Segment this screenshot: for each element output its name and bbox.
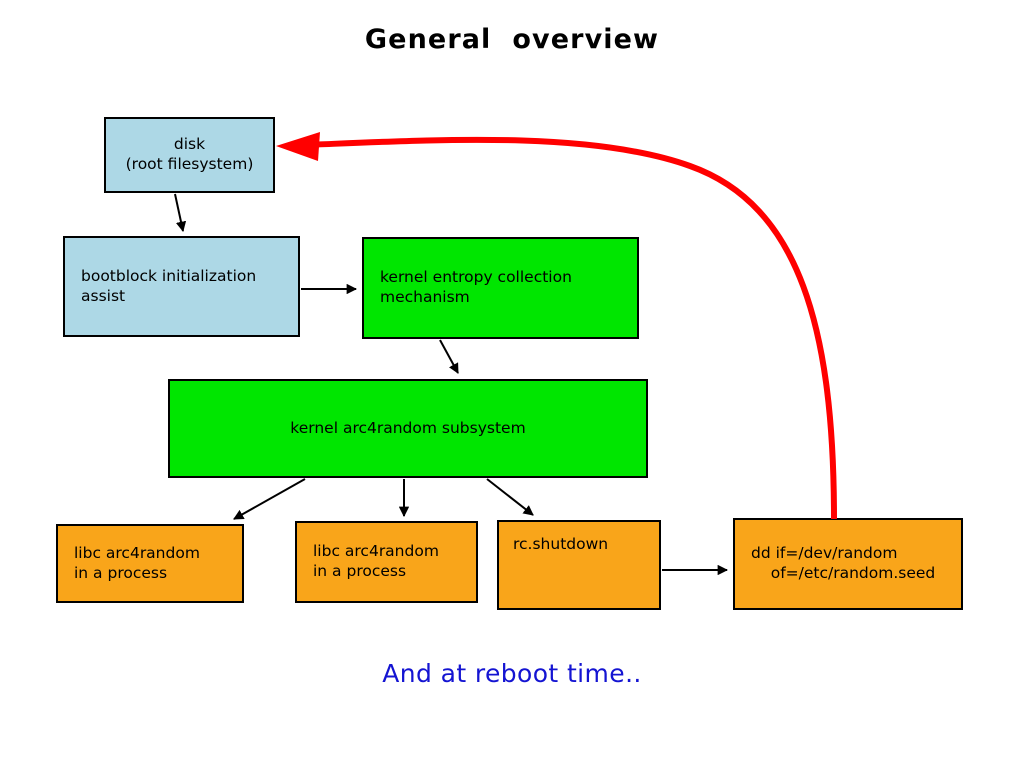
node-kernel-arc4random-subsystem[interactable]: kernel arc4random subsystem (168, 379, 648, 478)
edge-arc4random-to-libc-process-1 (233, 478, 306, 520)
edge-disk-to-bootblock (174, 193, 187, 233)
node-dd-seed-label: dd if=/dev/random of=/etc/random.seed (751, 544, 936, 582)
node-entropy-label: kernel entropy collection mechanism (380, 268, 572, 306)
edge-arc4random-to-rc-shutdown (486, 478, 534, 516)
node-rc-shutdown[interactable]: rc.shutdown (497, 520, 661, 610)
edge-entropy-to-arc4random (439, 339, 459, 374)
node-kernel-entropy-collection-mechanism[interactable]: kernel entropy collection mechanism (362, 237, 639, 339)
reboot-arrowhead (276, 132, 320, 161)
node-libc-arc4random-process-1[interactable]: libc arc4random in a process (56, 524, 244, 603)
slide-caption: And at reboot time.. (382, 659, 642, 688)
node-libc-process-2-label: libc arc4random in a process (313, 542, 439, 580)
node-disk[interactable]: disk (root filesystem) (104, 117, 275, 193)
node-rc-shutdown-label: rc.shutdown (513, 535, 609, 553)
page-title: General overview (364, 24, 660, 55)
node-disk-label: disk (root filesystem) (125, 135, 254, 173)
node-libc-arc4random-process-2[interactable]: libc arc4random in a process (295, 521, 478, 603)
node-libc-process-1-label: libc arc4random in a process (74, 543, 200, 582)
node-dd-random-seed[interactable]: dd if=/dev/random of=/etc/random.seed (733, 518, 963, 610)
node-bootblock-initialization-assist[interactable]: bootblock initialization assist (63, 236, 300, 337)
node-arc4random-label: kernel arc4random subsystem (290, 418, 526, 437)
node-bootblock-label: bootblock initialization assist (81, 266, 257, 305)
